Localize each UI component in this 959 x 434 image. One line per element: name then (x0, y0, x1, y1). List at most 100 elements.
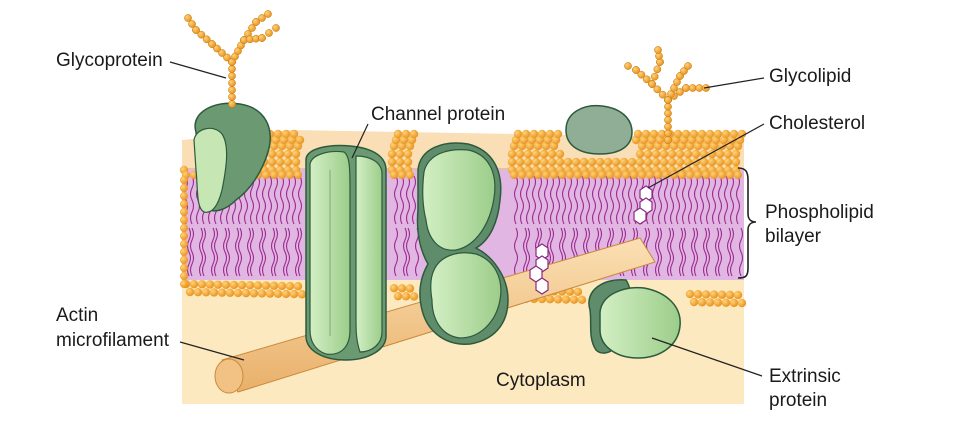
lipid-head (395, 157, 405, 167)
lipid-head (405, 284, 415, 293)
lipid-head (523, 149, 533, 159)
lipid-tail (285, 227, 291, 277)
lipid-head (539, 149, 549, 159)
lipid-tail (198, 227, 204, 277)
lipid-head (180, 216, 188, 224)
lipid-tail (543, 175, 549, 225)
lipid-head (515, 149, 525, 159)
lipid-tail (261, 227, 267, 277)
lipid-head (513, 129, 523, 139)
lipid-head (713, 129, 723, 139)
lipid-head (579, 157, 589, 167)
label-channel-protein: Channel protein (371, 104, 506, 125)
lipid-head (387, 149, 397, 159)
lipid-head (387, 157, 397, 167)
lipid-head (180, 208, 188, 216)
lipid-head (558, 171, 566, 179)
lipid-tail (189, 175, 195, 225)
lipid-tail (258, 227, 264, 277)
lipid-head (569, 295, 579, 304)
sugar-bead (676, 72, 684, 80)
lipid-head (553, 295, 563, 304)
lipid-head (286, 171, 294, 179)
lipid-tail (666, 227, 672, 277)
lipid-head (265, 289, 275, 298)
lipid-tail (705, 175, 711, 225)
lipid-tail (513, 227, 519, 277)
lipid-head (253, 281, 263, 290)
sugar-bead (213, 44, 221, 53)
lipid-tail (261, 175, 267, 225)
lipid-tail (675, 175, 681, 225)
lipid-tail (411, 175, 417, 225)
lipid-head (261, 281, 271, 290)
lipid-head (267, 149, 277, 159)
lipid-tail (690, 227, 696, 277)
lipid-head (675, 149, 685, 159)
sugar-bead (658, 90, 667, 99)
lipid-head (725, 290, 735, 300)
lipid-head (675, 157, 685, 167)
lipid-head (283, 149, 293, 159)
sugar-bead (202, 35, 211, 44)
lipid-head (681, 129, 691, 139)
label-phospholipid-1: Phospholipid (765, 202, 874, 223)
lipid-head (291, 149, 301, 159)
sugar-bead (688, 84, 697, 92)
lipid-tail (621, 175, 627, 225)
channel-protein (305, 144, 387, 361)
lipid-head (213, 280, 223, 289)
lipid-tail (627, 175, 633, 225)
lipid-tail (687, 175, 693, 225)
lipid-head (611, 157, 621, 167)
lipid-head (545, 295, 555, 304)
sugar-bead (265, 29, 273, 37)
lipid-head (649, 129, 659, 139)
lipid-head (401, 129, 411, 139)
lipid-head (515, 157, 525, 167)
lipid-tail (609, 175, 615, 225)
lipid-head (393, 129, 403, 139)
lipid-tail (399, 175, 405, 225)
lipid-tail (654, 227, 660, 277)
lipid-tail (723, 175, 729, 225)
lipid-head (278, 171, 286, 179)
sugar-bead (642, 75, 651, 84)
lipid-head (689, 129, 699, 139)
lipid-tail (273, 175, 279, 225)
lipid-head (707, 157, 717, 167)
lipid-tail (267, 175, 273, 225)
lipid-head (507, 157, 517, 167)
lipid-tail (681, 175, 687, 225)
sugar-bead (632, 66, 640, 74)
lipid-head (701, 290, 711, 299)
lipid-tail (669, 175, 675, 225)
lipid-head (180, 176, 188, 184)
lipid-head (180, 256, 188, 264)
sugar-bead (664, 136, 672, 144)
lipid-tail (249, 227, 255, 277)
lipid-head (398, 171, 406, 179)
lipid-head (590, 171, 598, 179)
lipid-head (729, 298, 739, 308)
lipid-head (606, 171, 614, 179)
lipid-head (737, 298, 747, 308)
lipid-head (293, 282, 303, 291)
sugar-bead (228, 79, 236, 87)
lipid-head (237, 280, 247, 290)
lipid-head (697, 129, 707, 139)
lipid-head (277, 281, 287, 291)
lipid-head (395, 149, 405, 159)
lipid-tail (573, 175, 579, 225)
lipid-head (241, 288, 251, 298)
lipid-head (537, 129, 547, 139)
lipid-head (209, 288, 219, 297)
lipid-head (721, 129, 731, 139)
lipid-head (709, 290, 719, 299)
sugar-bead (197, 30, 206, 39)
lipid-head (180, 200, 188, 208)
sugar-chains (184, 10, 710, 144)
lipid-tail (693, 175, 699, 225)
lipid-head (643, 149, 653, 159)
sugar-bead (228, 65, 236, 73)
